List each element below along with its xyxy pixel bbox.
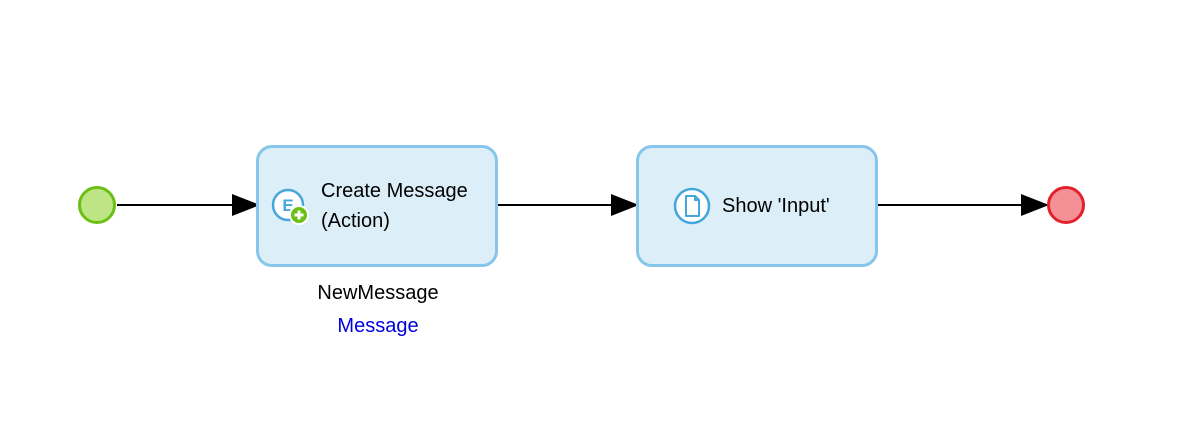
sequence-flow-start-to-create[interactable]	[117, 204, 235, 206]
create-object-icon: E	[269, 186, 309, 226]
arrow-head-icon	[1021, 194, 1049, 216]
activity-label: Create Message (Action)	[321, 180, 468, 232]
activity-show-input[interactable]: Show 'Input'	[636, 145, 878, 267]
sequence-flow-create-to-show[interactable]	[498, 204, 614, 206]
output-variable-name: NewMessage	[317, 282, 439, 304]
activity-create-message[interactable]: E Create Message (Action)	[256, 145, 498, 267]
page-icon	[672, 186, 712, 226]
end-event[interactable]	[1047, 186, 1085, 224]
arrow-head-icon	[611, 194, 639, 216]
output-entity-type[interactable]: Message	[337, 315, 419, 337]
start-event[interactable]	[78, 186, 116, 224]
entity-glyph: E	[282, 196, 293, 215]
sequence-flow-show-to-end[interactable]	[878, 204, 1024, 206]
activity-label: Show 'Input'	[722, 195, 830, 217]
arrow-head-icon	[232, 194, 260, 216]
